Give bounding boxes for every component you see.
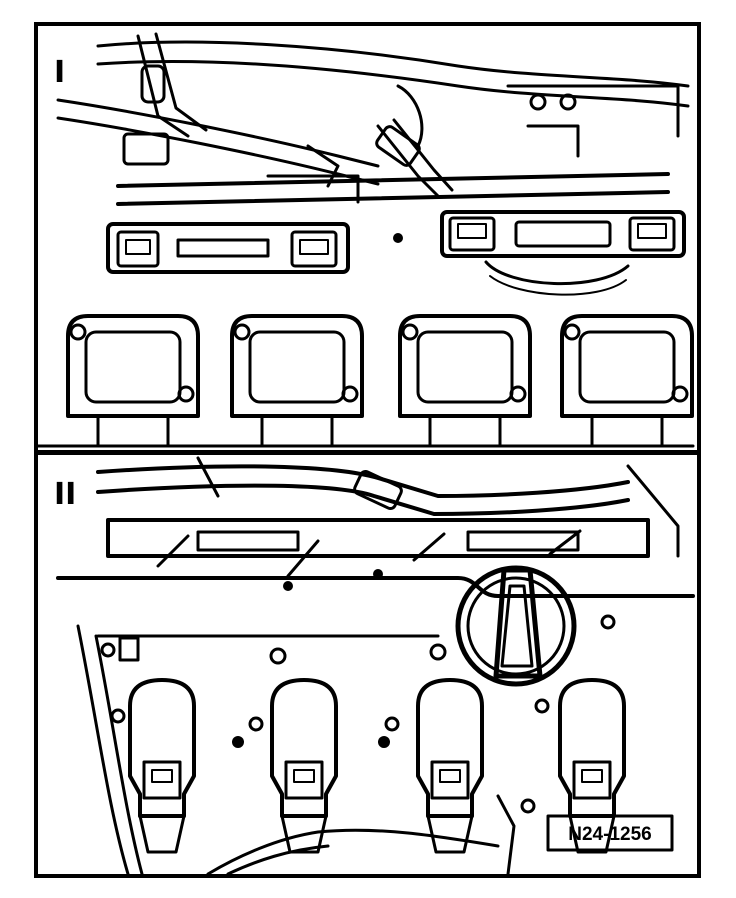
connector-plug [116, 230, 160, 268]
bolt [529, 93, 547, 111]
ignition-coil [534, 678, 626, 854]
sensor-plug [118, 636, 140, 662]
ignition-coil [248, 678, 338, 854]
panel-one: I [38, 32, 695, 448]
panel-two: II [54, 456, 695, 874]
panel-two-cylinder-head-cover [56, 576, 695, 874]
oil-filler-cap [455, 565, 577, 687]
bolt [269, 647, 287, 665]
figure-frame: I [34, 22, 701, 878]
bolt [378, 736, 390, 748]
connector-plug [628, 216, 676, 252]
panel-label-two: II [54, 477, 76, 512]
reference-number: N24-1256 [568, 824, 651, 845]
ignition-coil [560, 314, 694, 448]
panel-one-hoses [56, 32, 690, 198]
reference-number-box: N24-1256 [546, 814, 674, 852]
panel-two-fuel-rail [106, 518, 650, 591]
bolt [600, 614, 616, 630]
panel-two-ignition-coils [110, 678, 626, 854]
connector-plug [290, 230, 338, 268]
bolt [283, 581, 293, 591]
sensor-plug [122, 132, 170, 166]
panel-one-fuel-rail [116, 132, 670, 206]
panel-two-wiring [206, 794, 516, 874]
bolt [393, 233, 403, 243]
panel-divider [38, 450, 697, 455]
hose-connector [375, 125, 421, 167]
ignition-coil [110, 678, 196, 854]
engine-diagram: I [38, 32, 697, 874]
bolt [559, 93, 577, 111]
panel-one-ignition-coils [38, 314, 695, 448]
hose-connector [353, 469, 403, 511]
bolt [520, 798, 536, 814]
connector-plug [448, 216, 496, 252]
panel-one-connector-strip-right [440, 210, 686, 296]
ignition-coil [398, 314, 532, 448]
panel-two-hoses [96, 456, 680, 558]
hose-clamp [140, 64, 166, 104]
ignition-coil [384, 678, 484, 854]
bolt [232, 736, 244, 748]
bolt [100, 642, 116, 658]
panel-one-connector-strip-left [106, 222, 403, 274]
ignition-coil [230, 314, 364, 448]
bolt [429, 643, 447, 661]
panel-label-one: I [54, 55, 65, 90]
ignition-coil [66, 314, 200, 448]
